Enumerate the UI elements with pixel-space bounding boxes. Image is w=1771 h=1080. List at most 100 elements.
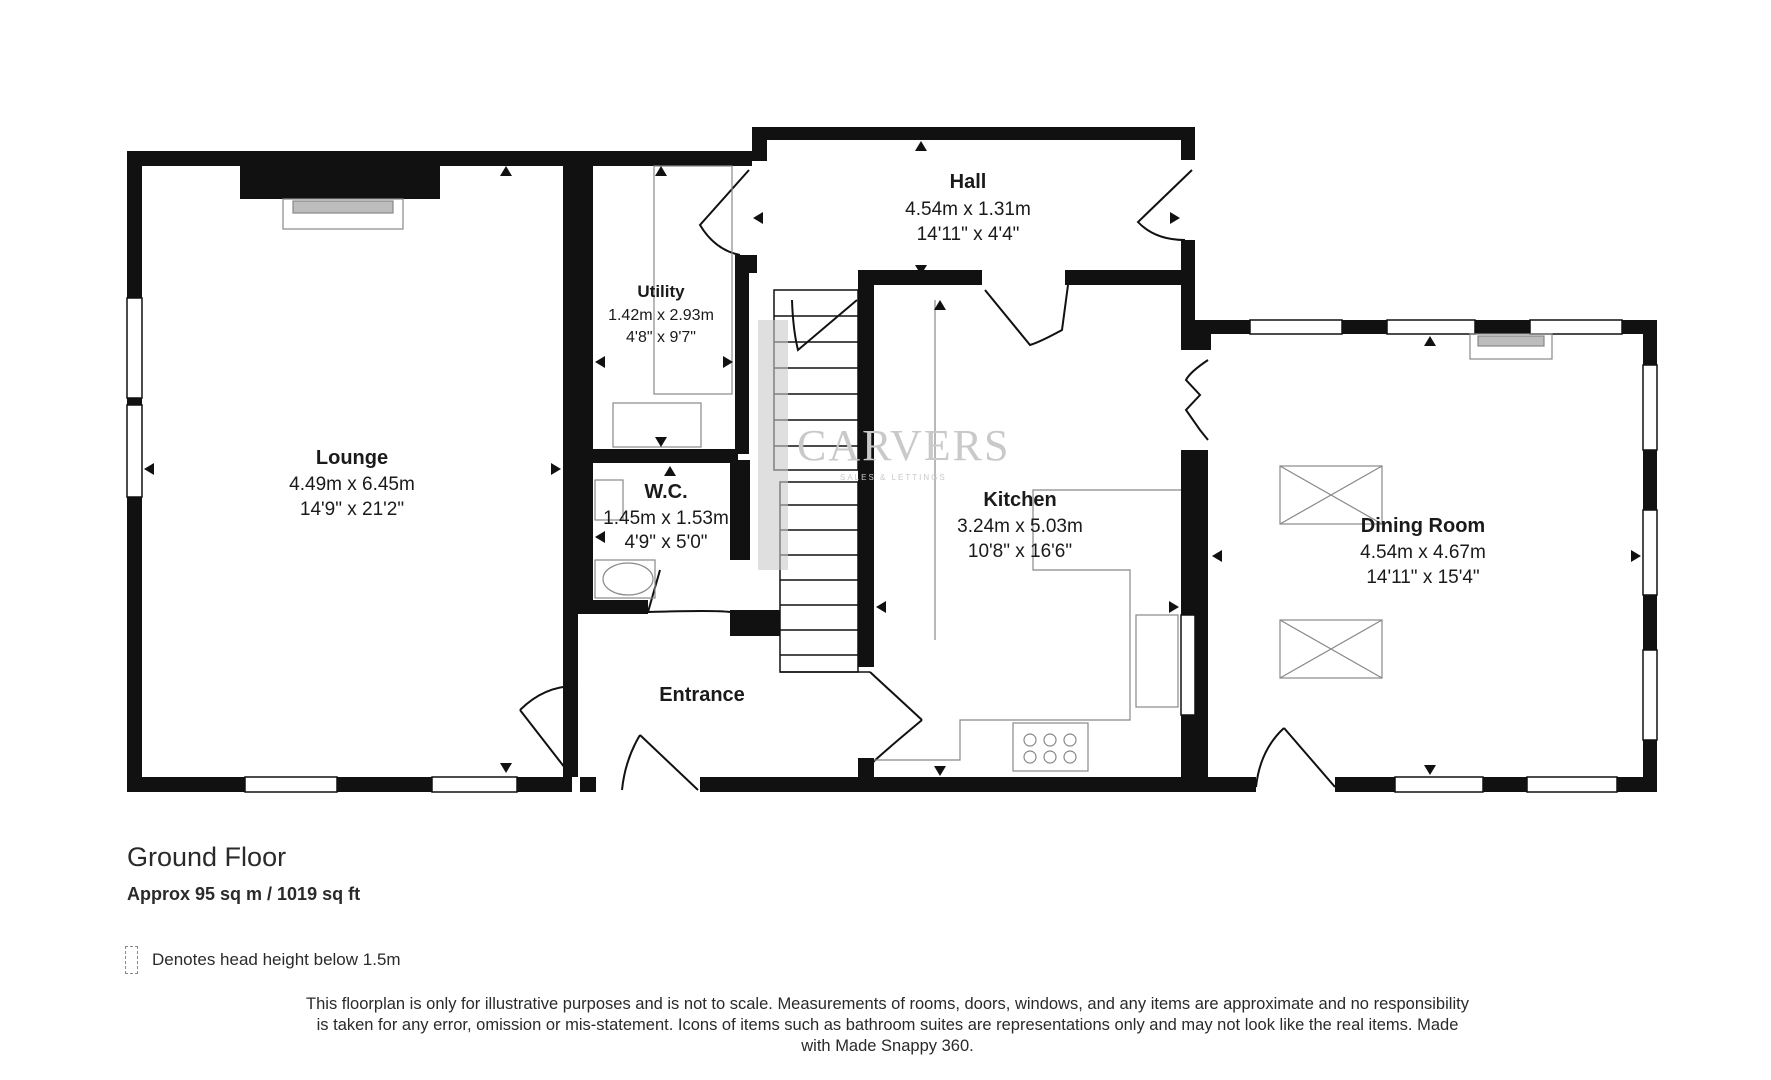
hob-ring — [1063, 733, 1077, 747]
chimney-breast — [240, 166, 440, 199]
fireplace — [282, 198, 404, 230]
dining-name: Dining Room — [1361, 515, 1485, 537]
utility-sink — [612, 402, 702, 448]
arrow-marker — [595, 531, 605, 543]
wall — [700, 777, 858, 792]
door-swing — [646, 569, 731, 614]
staircase — [773, 289, 870, 673]
hob-ring — [1063, 750, 1077, 764]
floor-title: Ground Floor — [127, 842, 287, 872]
window — [431, 776, 518, 793]
measurement-markers — [144, 141, 1641, 776]
kitchen-imperial: 10'8" x 16'6" — [968, 541, 1072, 562]
lounge-metric: 4.49m x 6.45m — [289, 474, 415, 495]
wall — [735, 262, 749, 454]
door-swing — [1136, 169, 1193, 241]
window — [126, 297, 143, 399]
wall — [730, 610, 780, 636]
kitchen-metric: 3.24m x 5.03m — [957, 516, 1083, 537]
dining-imperial: 14'11" x 15'4" — [1366, 567, 1479, 588]
arrow-marker — [500, 763, 512, 773]
door-swing — [1184, 359, 1209, 441]
arrow-marker — [723, 356, 733, 368]
door-swing — [621, 734, 699, 791]
utility-worktop — [653, 165, 733, 395]
wall — [1065, 270, 1195, 285]
arrow-marker — [934, 300, 946, 310]
door-swing — [698, 169, 750, 256]
arrow-marker — [1424, 336, 1436, 346]
arrow-marker — [144, 463, 154, 475]
entrance-name: Entrance — [659, 684, 745, 706]
arrow-marker — [551, 463, 561, 475]
watermark-band — [758, 320, 788, 570]
arrow-marker — [1631, 550, 1641, 562]
wall — [578, 151, 593, 451]
window — [1642, 364, 1658, 451]
wall — [578, 449, 593, 614]
wall — [578, 600, 648, 614]
utility-imperial: 4'8" x 9'7" — [626, 329, 696, 346]
wall — [563, 166, 578, 777]
wall — [1181, 777, 1256, 792]
hall-name: Hall — [950, 171, 987, 193]
wall — [1181, 127, 1195, 160]
window — [244, 776, 338, 793]
fireplace — [1469, 333, 1553, 360]
watermark-tagline: SALES & LETTINGS — [840, 473, 947, 482]
wall — [858, 758, 874, 792]
skylight-cross — [1279, 465, 1383, 525]
lounge-imperial: 14'9" x 21'2" — [300, 499, 404, 520]
window — [1529, 319, 1623, 335]
arrow-marker — [1170, 212, 1180, 224]
legend-text: Denotes head height below 1.5m — [152, 950, 401, 969]
skylight-cross — [1279, 619, 1383, 679]
skylight — [1279, 465, 1383, 525]
kitchen-counter — [874, 489, 1181, 761]
hob-ring — [1043, 750, 1057, 764]
arrow-marker — [1212, 550, 1222, 562]
arrow-marker — [664, 466, 676, 476]
wall — [127, 151, 595, 166]
door-swing — [519, 684, 579, 778]
window — [1386, 319, 1476, 335]
watermark: CARVERS SALES & LETTINGS — [758, 320, 1008, 570]
hob-ring — [1023, 733, 1037, 747]
window — [1642, 509, 1658, 596]
kitchen-name: Kitchen — [983, 489, 1056, 511]
fixtures — [282, 165, 1553, 772]
hob-ring — [1043, 733, 1057, 747]
arrow-marker — [934, 766, 946, 776]
window — [1526, 776, 1618, 793]
window — [1394, 776, 1484, 793]
lounge-name: Lounge — [316, 447, 388, 469]
doors — [519, 169, 1336, 791]
arrow-marker — [1169, 601, 1179, 613]
arrow-marker — [915, 141, 927, 151]
arrow-marker — [753, 212, 763, 224]
hob-ring — [1023, 750, 1037, 764]
kitchen-hob — [1012, 722, 1089, 772]
fireplace-inner — [292, 200, 394, 214]
utility-name: Utility — [637, 282, 685, 301]
room-labels: Hall 4.54m x 1.31m 14'11" x 4'4" Utility… — [289, 171, 1486, 706]
arrow-marker — [1424, 765, 1436, 775]
windows — [126, 297, 1658, 793]
window — [1180, 614, 1196, 716]
door-swing — [791, 299, 858, 352]
wall — [858, 275, 874, 667]
kitchen-sink — [1135, 614, 1179, 708]
wc-toilet — [594, 559, 656, 599]
skylight — [1279, 619, 1383, 679]
disclaimer: This floorplan is only for illustrative … — [306, 995, 1469, 1055]
dining-metric: 4.54m x 4.67m — [1360, 542, 1486, 563]
floor-area: Approx 95 sq m / 1019 sq ft — [127, 884, 361, 904]
stair-flight — [779, 481, 859, 673]
arrow-marker — [915, 265, 927, 275]
wall — [735, 255, 757, 273]
window — [126, 404, 143, 498]
wc-metric: 1.45m x 1.53m — [603, 508, 729, 529]
arrow-marker — [500, 166, 512, 176]
utility-metric: 1.42m x 2.93m — [608, 307, 714, 324]
head-height-legend-icon — [125, 946, 138, 974]
